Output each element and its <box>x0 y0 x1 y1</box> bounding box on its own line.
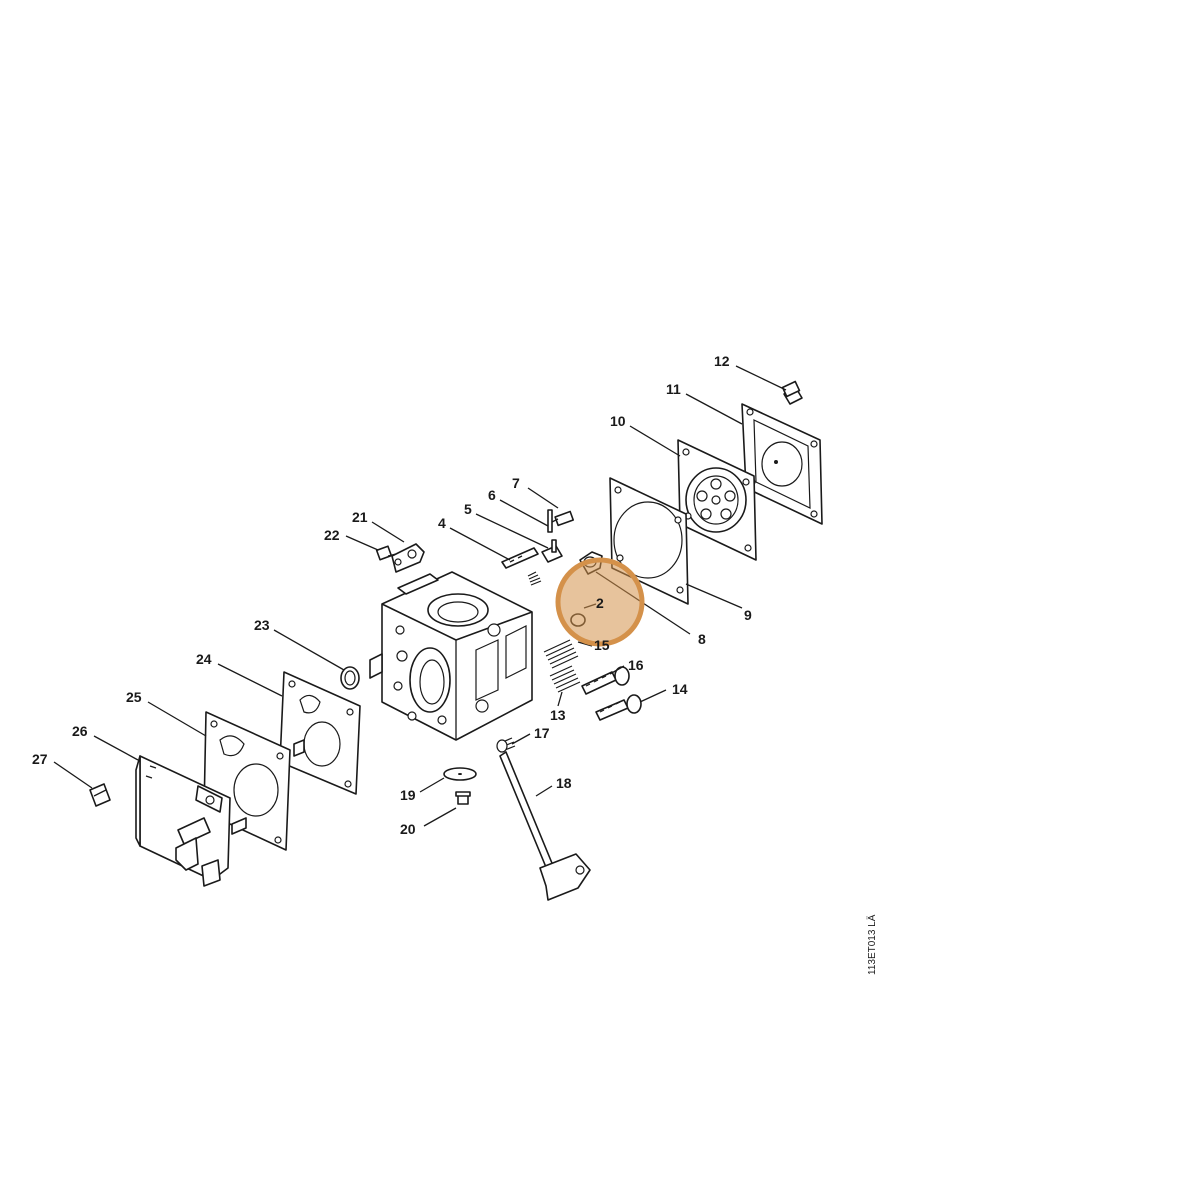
part-22-screw[interactable] <box>375 545 397 561</box>
part-26-pump-cover[interactable] <box>135 755 247 887</box>
carburetor-body[interactable] <box>369 571 533 741</box>
part-5-lever[interactable] <box>541 539 563 563</box>
callout-12: 12 <box>714 353 730 369</box>
spring-small[interactable] <box>527 571 542 586</box>
part-18-throttle-shaft[interactable] <box>496 739 591 901</box>
callout-19: 19 <box>400 787 416 803</box>
callout-17: 17 <box>534 725 550 741</box>
callout-7: 7 <box>512 475 520 491</box>
callout-14: 14 <box>672 681 688 697</box>
callout-9: 9 <box>744 607 752 623</box>
part-16-adjusting-screw[interactable] <box>581 666 630 695</box>
leader-lines <box>53 365 787 827</box>
callout-labels: 2 4 5 6 7 8 9 10 11 12 13 14 15 16 17 18… <box>32 353 752 837</box>
part-14-adjusting-screw[interactable] <box>595 694 642 721</box>
callout-5: 5 <box>464 501 472 517</box>
part-7-screw[interactable] <box>551 510 575 527</box>
callout-16: 16 <box>628 657 644 673</box>
part-10-diaphragm[interactable] <box>677 439 757 561</box>
callout-15: 15 <box>594 637 610 653</box>
part-15-spring[interactable] <box>543 639 579 669</box>
callout-20: 20 <box>400 821 416 837</box>
callout-26: 26 <box>72 723 88 739</box>
callout-2: 2 <box>596 595 604 611</box>
part-24-gasket[interactable] <box>279 671 361 795</box>
callout-24: 24 <box>196 651 212 667</box>
part-12-plug[interactable] <box>781 380 803 405</box>
highlight-circle <box>555 557 645 647</box>
callout-18: 18 <box>556 775 572 791</box>
part-6-pin[interactable] <box>547 509 553 533</box>
part-20-screw[interactable] <box>455 791 471 805</box>
part-21-bracket[interactable] <box>391 543 425 573</box>
callout-4: 4 <box>438 515 446 531</box>
callout-6: 6 <box>488 487 496 503</box>
drawing-code: 113ET013 LÄ <box>866 914 878 975</box>
callout-22: 22 <box>324 527 340 543</box>
callout-10: 10 <box>610 413 626 429</box>
part-19-washer[interactable] <box>443 767 477 781</box>
callout-13: 13 <box>550 707 566 723</box>
callout-11: 11 <box>666 381 681 397</box>
part-13-spring[interactable] <box>549 665 581 693</box>
callout-25: 25 <box>126 689 142 705</box>
part-23-plug[interactable] <box>340 666 360 690</box>
part-4-needle[interactable] <box>501 547 539 569</box>
part-27-screw[interactable] <box>89 783 111 807</box>
callout-8: 8 <box>698 631 706 647</box>
callout-21: 21 <box>352 509 368 525</box>
callout-27: 27 <box>32 751 48 767</box>
callout-23: 23 <box>254 617 270 633</box>
